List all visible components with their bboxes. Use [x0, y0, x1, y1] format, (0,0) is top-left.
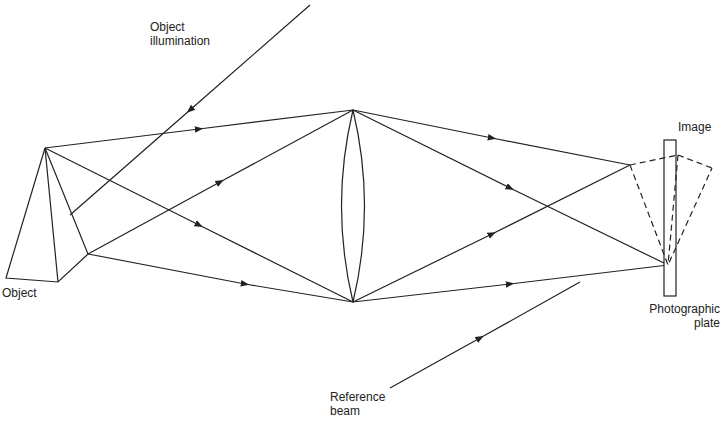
- ray: [353, 165, 630, 302]
- reference-label: Reference beam: [330, 390, 390, 418]
- ray: [353, 110, 668, 265]
- photographic-plate: [664, 140, 676, 296]
- ray: [353, 265, 668, 302]
- object-edge: [45, 148, 58, 282]
- object-pyramid: [6, 148, 88, 282]
- ray: [88, 254, 353, 302]
- ray: [353, 110, 630, 165]
- image-dashed: [630, 155, 712, 265]
- ray: [45, 148, 353, 302]
- reference-beam: [390, 282, 580, 388]
- beam-label: Object illumination: [150, 20, 220, 48]
- image-label: Image: [678, 120, 722, 134]
- object-label: Object: [2, 286, 62, 300]
- plate-label: Photographic plate: [630, 302, 720, 330]
- ray: [45, 110, 353, 148]
- ray: [88, 110, 353, 254]
- illumination-beam: [70, 5, 310, 215]
- lens: [342, 110, 365, 302]
